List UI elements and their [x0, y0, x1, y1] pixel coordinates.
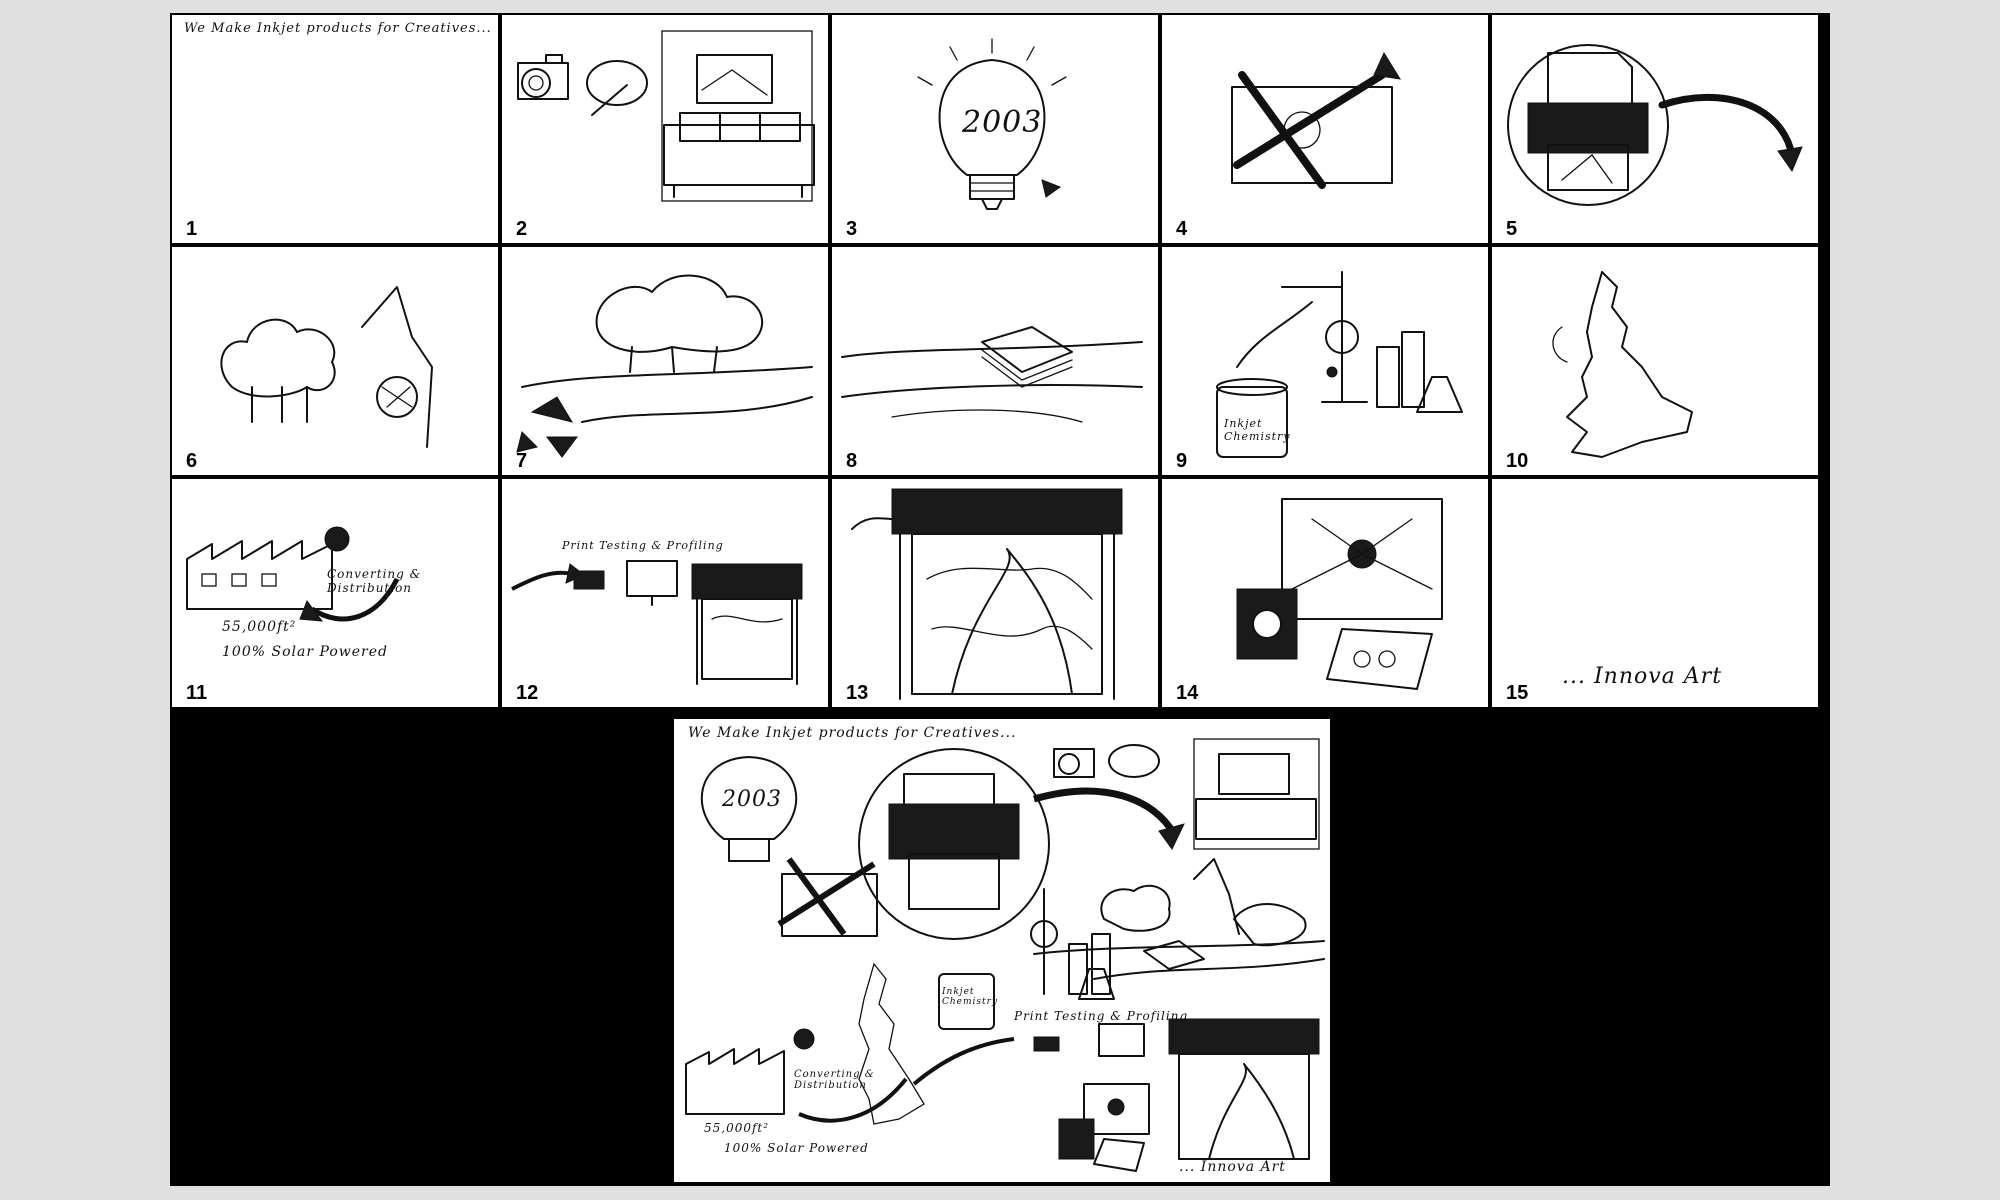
- panel-10-number: 10: [1506, 450, 1529, 472]
- panel-8: 8: [832, 247, 1158, 475]
- panel-3: 2003 3: [832, 15, 1158, 243]
- panel-14-number: 14: [1176, 682, 1199, 704]
- storyboard: We Make Inkjet products for Creatives...…: [170, 13, 1830, 1186]
- printer-circle-arrow-sketch: [1507, 44, 1803, 206]
- panel-6-number: 6: [186, 450, 198, 472]
- panel-15-number: 15: [1506, 682, 1529, 704]
- panel-4-number: 4: [1176, 218, 1188, 240]
- composite-bulb-year: 2003: [722, 787, 782, 812]
- panel-5-number: 5: [1506, 218, 1518, 240]
- panel-11: Converting & Distribution 55,000ft² 100%…: [172, 479, 498, 707]
- chemistry-lab-sketch: [1216, 271, 1463, 458]
- panel-13-number: 13: [846, 682, 869, 704]
- panel-14: 14: [1162, 479, 1488, 707]
- camera-palette-sofa-sketch: [517, 30, 815, 202]
- panel-7: 7: [502, 247, 828, 475]
- paper-stack-landscape-sketch: [841, 326, 1143, 423]
- lightbulb-sketch: [917, 38, 1067, 210]
- panel-1-caption: We Make Inkjet products for Creatives...: [184, 21, 492, 36]
- panel-5: 5: [1492, 15, 1818, 243]
- testing-label: Print Testing & Profiling: [562, 539, 724, 552]
- composite-header: We Make Inkjet products for Creatives...: [688, 725, 1017, 741]
- composite-signature: ... Innova Art: [1179, 1159, 1286, 1175]
- innova-signature: ... Innova Art: [1562, 664, 1723, 689]
- trees-river-recycle-sketch: [516, 274, 813, 458]
- trees-mountain-sketch: [220, 286, 433, 448]
- panel-15: ... Innova Art 15: [1492, 479, 1818, 707]
- bulb-year: 2003: [962, 105, 1043, 140]
- large-format-printer-sketch: [851, 488, 1123, 700]
- panel-9-number: 9: [1176, 450, 1188, 472]
- area-label: 55,000ft²: [222, 619, 297, 635]
- panel-12-number: 12: [516, 682, 539, 704]
- composite-converting: Converting & Distribution: [794, 1069, 875, 1091]
- uk-map-sketch: [1552, 271, 1693, 458]
- panel-2: 2: [502, 15, 828, 243]
- panel-13: 13: [832, 479, 1158, 707]
- composite-illustration: We Make Inkjet products for Creatives...…: [674, 719, 1330, 1182]
- converting-label: Converting & Distribution: [327, 567, 422, 595]
- crossed-picture-arrow-sketch: [1231, 51, 1401, 189]
- composite-sketch: [685, 738, 1325, 1172]
- chemistry-label: Inkjet Chemistry: [1224, 417, 1291, 443]
- framed-prints-sketch: [1236, 498, 1443, 690]
- panel-6: 6: [172, 247, 498, 475]
- panel-1: We Make Inkjet products for Creatives...…: [172, 15, 498, 243]
- panel-3-number: 3: [846, 218, 858, 240]
- composite-testing: Print Testing & Profiling: [1014, 1009, 1189, 1023]
- panel-11-number: 11: [186, 682, 208, 704]
- solar-label: 100% Solar Powered: [222, 644, 388, 660]
- panel-12: Print Testing & Profiling 12: [502, 479, 828, 707]
- composite-chemistry: Inkjet Chemistry: [942, 987, 999, 1007]
- composite-solar: 100% Solar Powered: [724, 1141, 869, 1155]
- testing-monitor-printer-sketch: [511, 560, 803, 685]
- panel-4: 4: [1162, 15, 1488, 243]
- panel-7-number: 7: [516, 450, 528, 472]
- factory-sun-arrow-sketch: [186, 526, 400, 622]
- panel-8-number: 8: [846, 450, 858, 472]
- composite-area: 55,000ft²: [704, 1121, 770, 1135]
- panel-9: Inkjet Chemistry 9: [1162, 247, 1488, 475]
- panel-10: 10: [1492, 247, 1818, 475]
- panel-1-number: 1: [186, 218, 198, 240]
- panel-2-number: 2: [516, 218, 528, 240]
